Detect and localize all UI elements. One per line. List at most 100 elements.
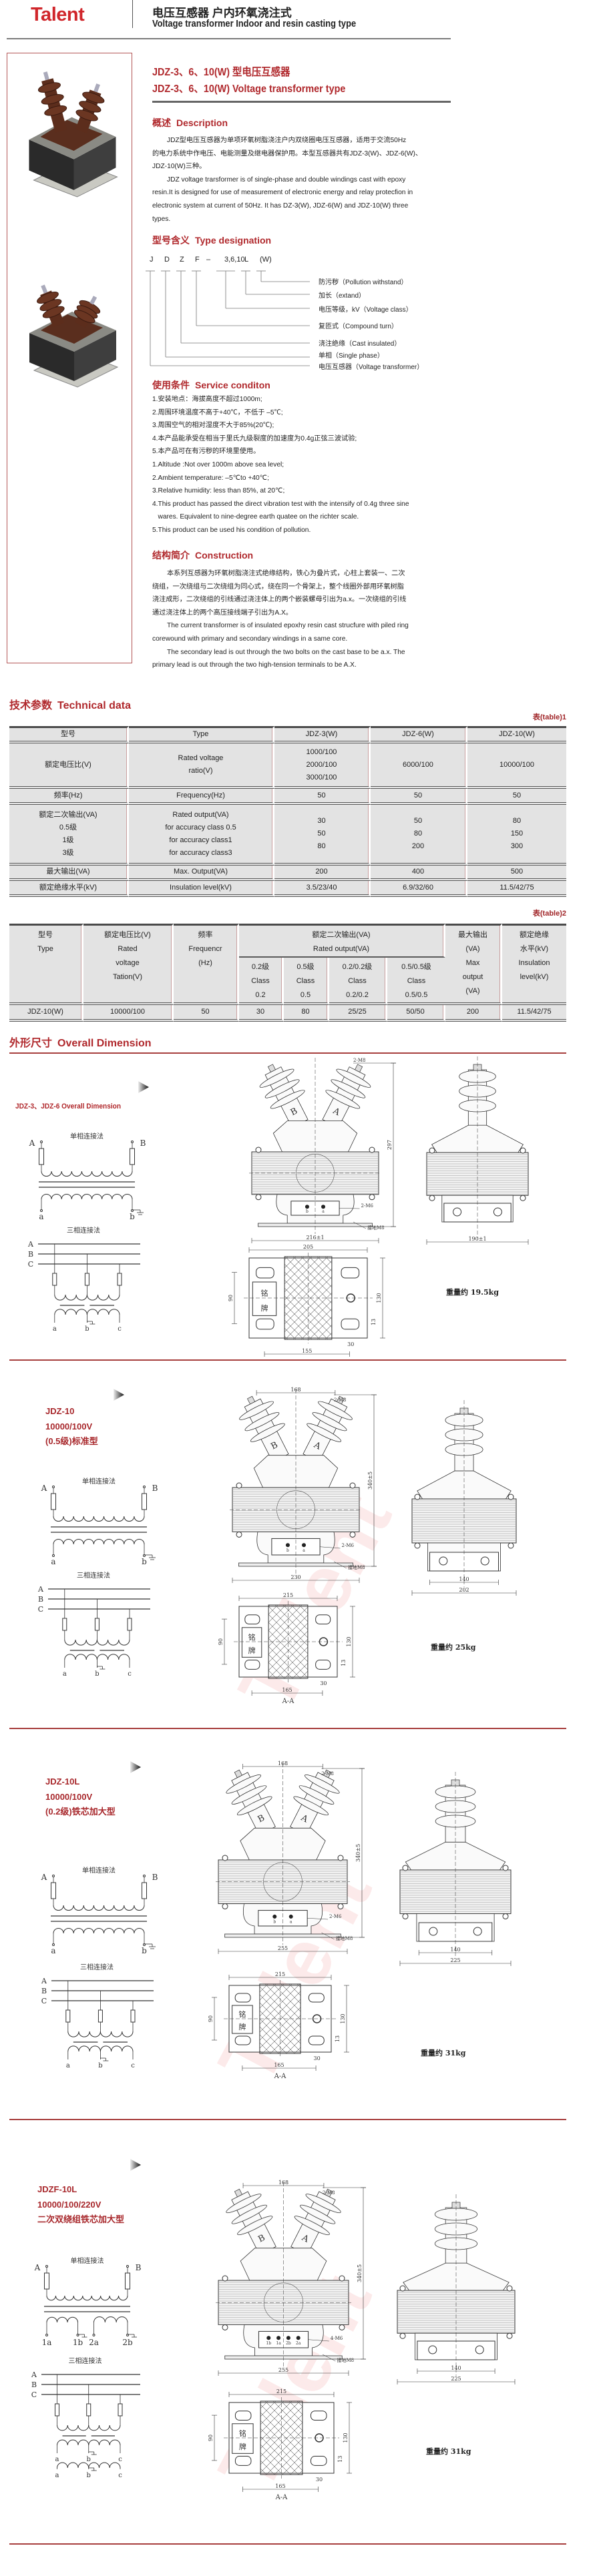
table-cell: 200 — [445, 1005, 502, 1022]
bushing: B — [226, 1769, 276, 1835]
table-cell: 50 — [174, 1005, 239, 1022]
table-row: 额定电压比(V)Rated voltage ratio(V)1000/100 2… — [9, 743, 566, 789]
header-divider — [132, 0, 133, 28]
bushing-shed — [42, 306, 65, 318]
type-designation-diagram — [146, 270, 310, 366]
designation-letter: 3,6,10 — [224, 256, 245, 264]
bushing-shed — [79, 101, 102, 113]
text-line: 绕组，一次绕组与二次绕组为同心式，绕在同一个骨架上，整个线圈外部用环氧树脂 — [152, 583, 404, 591]
dimension-label: 140 — [450, 1947, 460, 1953]
dimension-label: 215 — [275, 1971, 285, 1977]
secondary-terminal-label: a — [51, 1557, 55, 1565]
column-header: 最大输出 (VA) Max output (VA) — [445, 924, 502, 1005]
secondary-winding — [54, 1309, 87, 1315]
title-rule — [152, 101, 451, 103]
secondary-terminal-label: b — [142, 1946, 147, 1954]
terminal-icon — [52, 1554, 55, 1557]
secondary-winding — [46, 2316, 78, 2323]
designation-label-l: 加长（extand） — [319, 292, 366, 300]
fuse-icon — [142, 1882, 147, 1899]
heading-cn: 结构简介 — [152, 550, 190, 561]
bushing-shed — [259, 1068, 294, 1088]
terminal-icon — [305, 1205, 309, 1209]
table-cell: 30 50 80 — [274, 805, 371, 866]
terminal-label: a — [303, 1548, 305, 1553]
text-line: 本系列互感器为环氧树脂浇注式绝缘结构，铁心为叠片式，心柱上套装一、二次 — [167, 570, 405, 577]
terminal-icon — [92, 2334, 95, 2336]
designation-label-z: 浇注绝缘（Cast insulated） — [319, 340, 401, 348]
bushing-shed — [37, 82, 61, 93]
dimension-label: 165 — [275, 2483, 285, 2489]
bushing-shed — [445, 1428, 483, 1441]
bushing-shed — [331, 1079, 366, 1098]
secondary-winding — [53, 1539, 145, 1545]
fuse-icon — [130, 1148, 135, 1165]
single-phase-title: 单相连接法 — [82, 1477, 116, 1486]
bolt-icon — [414, 1494, 421, 1500]
designation-letter: D — [164, 256, 170, 264]
primary-winding — [53, 1905, 145, 1911]
terminal-icon — [266, 2336, 271, 2340]
bolt-box-label: 2-M6 — [361, 1203, 374, 1209]
ground-label: 接地M8 — [336, 1935, 353, 1941]
nameplate-label: 牌 — [239, 2442, 246, 2451]
heading-en: Technical data — [57, 700, 131, 711]
mounting-hole-icon — [493, 1207, 502, 1217]
model-label: JDZ-10 10000/100V (0.5级)标准型 — [45, 1406, 98, 1446]
terminal-icon — [126, 2265, 129, 2268]
bushing-shed — [250, 1423, 285, 1442]
terminal-label-b: B — [152, 1873, 158, 1882]
bolt-icon — [222, 2324, 228, 2330]
column-header: Type — [129, 726, 274, 743]
bushing-shed — [298, 1785, 335, 1805]
dimension-label: 225 — [450, 1957, 460, 1963]
secondary-terminal-label: 1a — [42, 2338, 52, 2347]
bushing-shed — [435, 1800, 476, 1813]
dimension-label: 13 — [371, 1319, 377, 1325]
ground-label: 接地M8 — [337, 2357, 355, 2363]
fuse-icon — [52, 1273, 57, 1286]
bushing: A — [322, 1064, 371, 1129]
column-subheader: 0.5级 Class 0.5 — [284, 958, 329, 1005]
mounting-slot-icon — [315, 1614, 331, 1625]
bushing: B — [239, 1395, 289, 1463]
mounting-hole-icon — [453, 1207, 462, 1217]
terminal-icon — [285, 1543, 290, 1548]
dimension-label: 90 — [228, 1295, 234, 1301]
bolt-icon — [222, 2275, 228, 2282]
table-cell: 25/25 — [329, 1005, 387, 1022]
bushing: A — [290, 2188, 341, 2256]
service-condition-item: 1.安装地点：海拔高度不超过1000m; — [152, 396, 262, 403]
dimension-label: 130 — [343, 2433, 349, 2443]
secondary-terminal-label: b — [95, 1670, 99, 1678]
bushing-shed — [231, 2204, 267, 2224]
terminal-label: b — [273, 1919, 276, 1924]
bushing — [73, 296, 101, 328]
secondary-winding — [57, 2462, 89, 2469]
fuse-icon — [127, 1618, 132, 1631]
primary-winding — [99, 2031, 134, 2037]
table-cell: 额定绝缘水平(kV) — [9, 881, 129, 897]
bushing-shed — [307, 1423, 342, 1442]
table-cell: JDZ-10(W) — [9, 1005, 83, 1022]
table-cell: Max. Output(VA) — [129, 866, 274, 881]
text-line: The secondary lead is out through the tw… — [167, 648, 405, 656]
dimension-label: 165 — [274, 2062, 284, 2068]
heading-en: Description — [176, 117, 228, 128]
mounting-slot-icon — [234, 2456, 252, 2466]
text-line: electronic system at current of 50Hz. It… — [152, 202, 409, 210]
terminal-stud — [323, 1769, 332, 1779]
text-line: 通过浇注体上的两个高压接线端子引出为A.X。 — [152, 609, 292, 617]
service-condition-item: 2.周围环境温度不高于+40℃，不低于 –5℃; — [152, 408, 283, 416]
bushing-shed — [41, 94, 64, 105]
dimension-label: 168 — [278, 2180, 288, 2186]
product-title-cn: JDZ-3、6、10(W) 型电压互感器 — [152, 67, 290, 78]
text-line: 浇注成形，二次绕组的引线通过浇注体上的两个嵌装螺母引出为a.x。一次绕组的引线 — [152, 596, 407, 604]
primary-winding — [57, 2425, 89, 2431]
bolt-icon — [402, 1865, 409, 1871]
column-header: 频率 Frequencr (Hz) — [174, 924, 239, 1005]
